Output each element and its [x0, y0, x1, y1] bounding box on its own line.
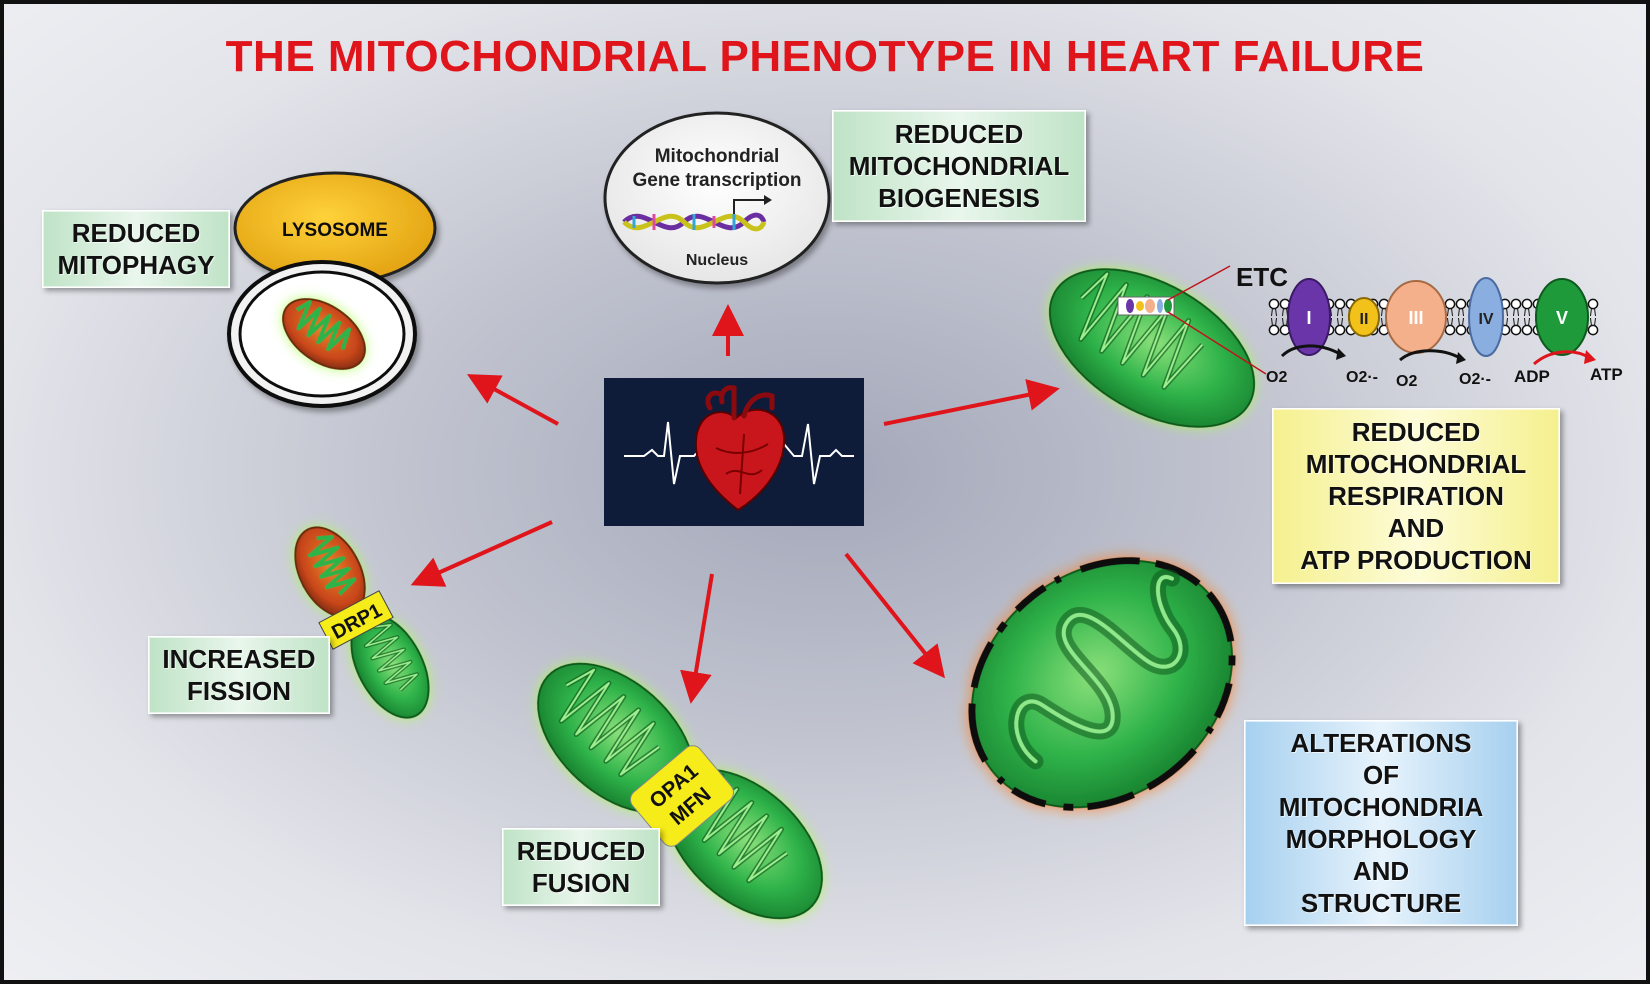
lipid-tail	[1271, 307, 1277, 317]
label-reduced-biogenesis: REDUCED MITOCHONDRIAL BIOGENESIS	[832, 110, 1086, 222]
superoxide-label-2: O2·-	[1459, 371, 1491, 388]
lipid-tail	[1337, 307, 1343, 317]
label-line: STRUCTURE	[1300, 888, 1462, 918]
lipid-head	[1268, 298, 1280, 310]
lipid-head	[1521, 324, 1533, 336]
arrow-to-morphology	[844, 552, 945, 679]
complex-II-label: II	[1360, 311, 1369, 328]
complex-V-label: V	[1556, 308, 1568, 328]
label-increased-fission: INCREASED FISSION	[148, 636, 330, 714]
label-line: REDUCED	[894, 119, 1024, 149]
lipid-head	[1334, 298, 1346, 310]
label-line: MITOCHONDRIAL	[1305, 449, 1527, 479]
lipid-tail	[1447, 317, 1453, 327]
adp-label: ADP	[1514, 367, 1550, 386]
arrow-to-fusion	[680, 573, 714, 704]
nucleus-line-1: Mitochondrial	[655, 146, 780, 167]
label-line: MITOCHONDRIA	[1278, 792, 1484, 822]
lipid-tail	[1337, 317, 1343, 327]
lysosome-group: LYSOSOME	[227, 171, 437, 408]
nucleus-label: Nucleus	[686, 252, 748, 269]
heart-panel	[604, 378, 864, 526]
label-line: BIOGENESIS	[878, 183, 1040, 213]
etc-callout-line	[1167, 265, 1231, 301]
label-reduced-mitophagy: REDUCED MITOPHAGY	[42, 210, 230, 288]
atp-label: ATP	[1590, 365, 1623, 384]
label-line: INCREASED	[162, 644, 316, 674]
label-line: REDUCED	[516, 836, 646, 866]
etc-callout-line-2	[1167, 311, 1267, 375]
complex-III-label: III	[1408, 308, 1423, 328]
lipid-head	[1521, 298, 1533, 310]
label-line: ATP PRODUCTION	[1300, 545, 1532, 575]
label-line: FISSION	[186, 676, 291, 706]
altered-mitochondrion	[968, 557, 1236, 811]
heart-icon	[694, 385, 786, 512]
mitochondrion-icon	[282, 298, 366, 370]
lipid-tail	[1590, 317, 1596, 327]
arrows	[410, 304, 1060, 704]
superoxide-label-1: O2·-	[1346, 369, 1378, 386]
lipid-head	[1587, 324, 1599, 336]
lipid-tail	[1271, 317, 1277, 327]
lipid-head	[1510, 298, 1522, 310]
dna-helix-icon	[622, 212, 767, 232]
mitochondrion-etc	[1048, 268, 1256, 428]
label-line: AND	[1387, 513, 1445, 543]
o2-label-1: O2	[1266, 369, 1287, 386]
complex-V	[1535, 278, 1589, 356]
label-line: FUSION	[531, 868, 631, 898]
transcription-arrow	[733, 199, 768, 214]
lipid-tail	[1458, 307, 1464, 317]
lipid-tail	[1458, 317, 1464, 327]
lipid-tail	[1524, 317, 1530, 327]
complex-II	[1348, 297, 1380, 337]
etc-inset-mini	[1126, 299, 1172, 313]
figure-title: THE MITOCHONDRIAL PHENOTYPE IN HEART FAI…	[225, 32, 1425, 81]
label-line: ALTERATIONS	[1290, 728, 1472, 758]
label-line: REDUCED	[1351, 417, 1481, 447]
etc-complexes: ETC I II III IV V O2 O2·- O2 O2·- ADP AT…	[1236, 262, 1623, 390]
o2-arrow-1	[1280, 344, 1341, 358]
label-reduced-respiration: REDUCED MITOCHONDRIAL RESPIRATION AND AT…	[1272, 408, 1560, 584]
arrow-to-respiration	[883, 379, 1060, 426]
label-line: AND	[1352, 856, 1410, 886]
label-line: RESPIRATION	[1328, 481, 1504, 511]
diagram-canvas: LYSOSOME Mitochondrial Gene transcriptio…	[227, 111, 1623, 920]
lipid-tail	[1590, 307, 1596, 317]
label-line: MORPHOLOGY	[1285, 824, 1477, 854]
o2-arrow-2	[1399, 349, 1461, 362]
label-reduced-fusion: REDUCED FUSION	[502, 828, 660, 906]
lipid-head	[1334, 324, 1346, 336]
complex-I	[1287, 278, 1331, 356]
arrow-to-mitophagy	[466, 374, 559, 426]
nucleus-line-2: Gene transcription	[633, 170, 802, 191]
label-line: REDUCED	[71, 218, 201, 248]
lipid-tail	[1524, 307, 1530, 317]
complex-I-label: I	[1306, 308, 1311, 328]
label-alterations-morphology: ALTERATIONS OF MITOCHONDRIA MORPHOLOGY A…	[1244, 720, 1518, 926]
label-line: OF	[1362, 760, 1400, 790]
lipid-head	[1510, 324, 1522, 336]
label-line: MITOCHONDRIAL	[848, 151, 1070, 181]
etc-label: ETC	[1236, 262, 1288, 292]
lipid-tail	[1447, 307, 1453, 317]
lipid-tail	[1513, 317, 1519, 327]
complex-IV-label: IV	[1478, 311, 1493, 328]
arrow-to-fission	[410, 520, 553, 587]
o2-label-2: O2	[1396, 373, 1417, 390]
lipid-head	[1268, 324, 1280, 336]
lipid-head	[1455, 298, 1467, 310]
complex-IV	[1468, 277, 1504, 357]
nucleus: Mitochondrial Gene transcription Nucleus	[603, 111, 831, 285]
lysosome-label: LYSOSOME	[282, 220, 388, 241]
label-line: MITOPHAGY	[57, 250, 215, 280]
lipid-tail	[1513, 307, 1519, 317]
lipid-head	[1444, 298, 1456, 310]
lipid-head	[1455, 324, 1467, 336]
lipid-head	[1587, 298, 1599, 310]
fission-mito-damaged	[294, 526, 366, 618]
lipid-head	[1444, 324, 1456, 336]
